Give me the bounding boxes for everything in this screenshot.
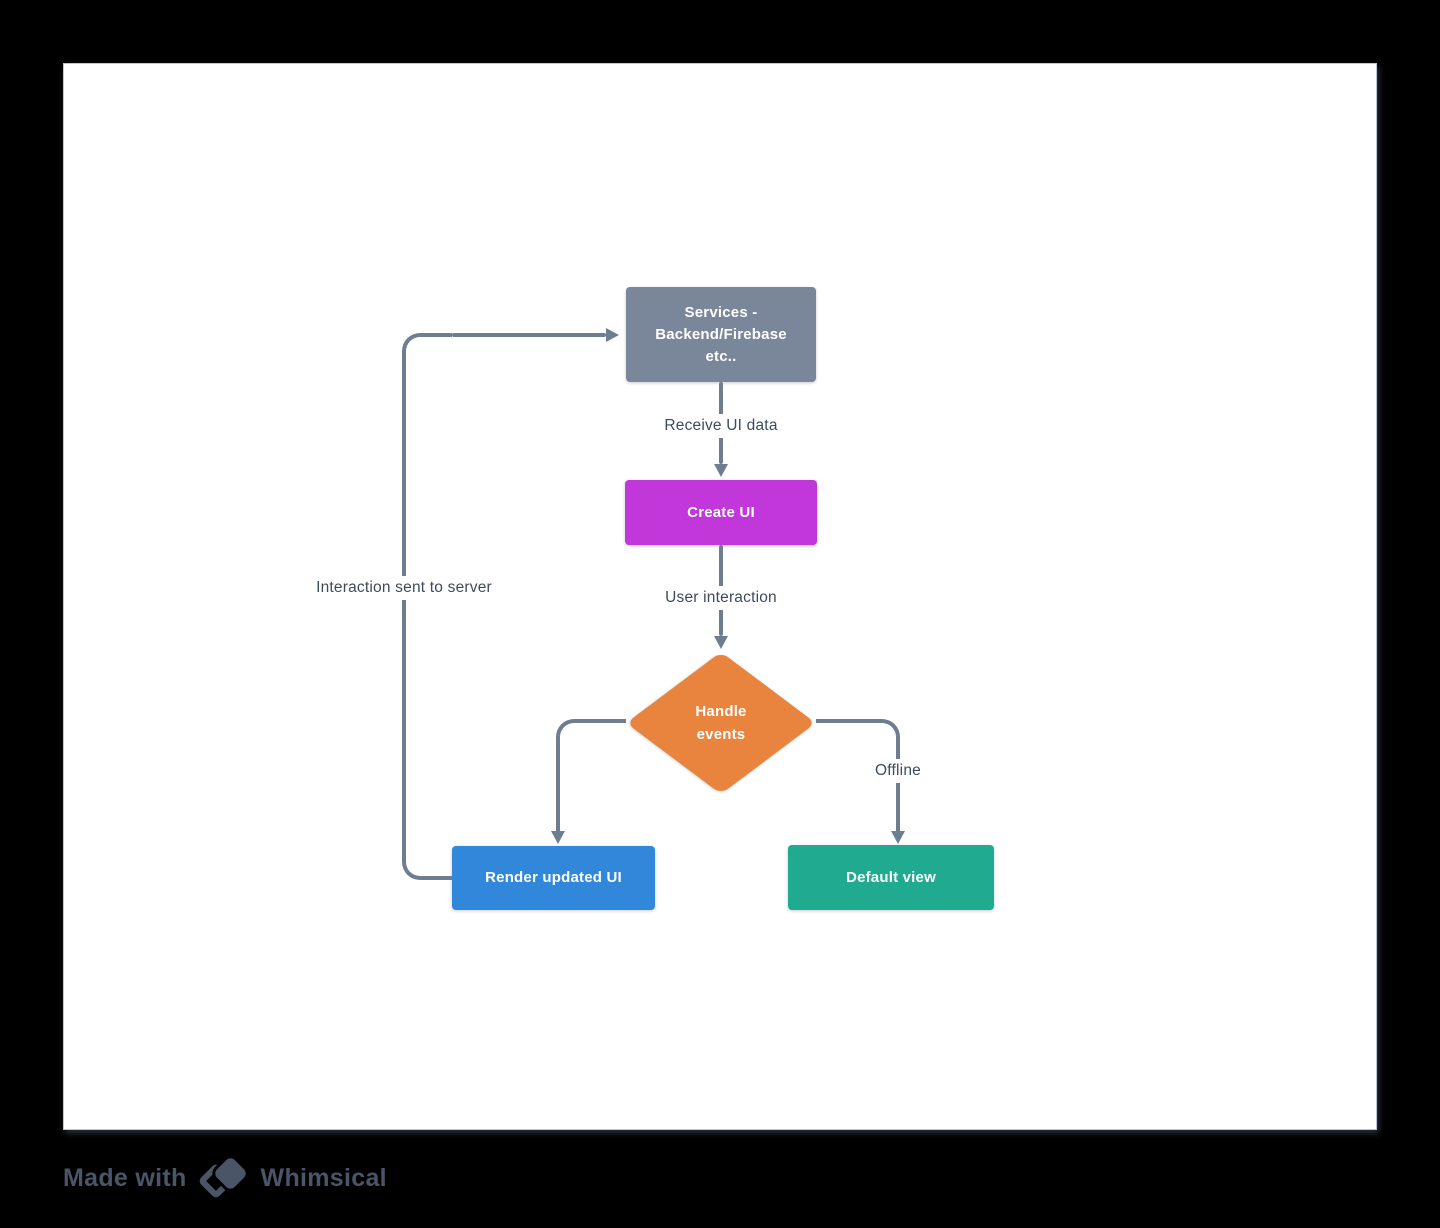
- whiteboard-canvas[interactable]: Services - Backend/Firebase etc.. Receiv…: [63, 63, 1377, 1130]
- whimsical-watermark-link[interactable]: Made with Whimsical: [63, 1153, 387, 1203]
- edge-handle-to-render-line: [556, 719, 626, 831]
- arrowhead-down-icon: [891, 831, 905, 844]
- whimsical-brand-text: Whimsical: [260, 1163, 387, 1192]
- arrowhead-down-icon: [714, 636, 728, 649]
- edge-label-user-interaction: User interaction: [658, 586, 784, 610]
- node-create-ui[interactable]: Create UI: [625, 480, 817, 545]
- made-with-text: Made with: [63, 1163, 187, 1192]
- node-default-view[interactable]: Default view: [788, 845, 994, 910]
- node-render-updated-ui-label: Render updated UI: [485, 869, 622, 886]
- whimsical-logo-icon: [197, 1155, 250, 1201]
- node-services[interactable]: Services - Backend/Firebase etc..: [626, 287, 816, 382]
- node-handle-events[interactable]: [626, 651, 816, 795]
- arrowhead-down-icon: [714, 464, 728, 477]
- node-create-ui-label: Create UI: [687, 503, 755, 521]
- edge-label-receive-ui-data: Receive UI data: [657, 414, 785, 438]
- node-default-view-label: Default view: [846, 868, 936, 886]
- edge-label-offline: Offline: [868, 759, 928, 783]
- edge-label-interaction-sent-to-server: Interaction sent to server: [309, 576, 499, 600]
- arrowhead-right-icon: [606, 328, 619, 342]
- edge-loop-to-server-line: [402, 333, 452, 880]
- arrowhead-down-icon: [551, 831, 565, 844]
- edge-loop-to-server-line: [452, 333, 606, 337]
- node-render-updated-ui[interactable]: Render updated UI: [452, 846, 655, 910]
- diamond-shape[interactable]: [626, 651, 816, 795]
- node-services-label: Services - Backend/Firebase etc..: [655, 303, 787, 365]
